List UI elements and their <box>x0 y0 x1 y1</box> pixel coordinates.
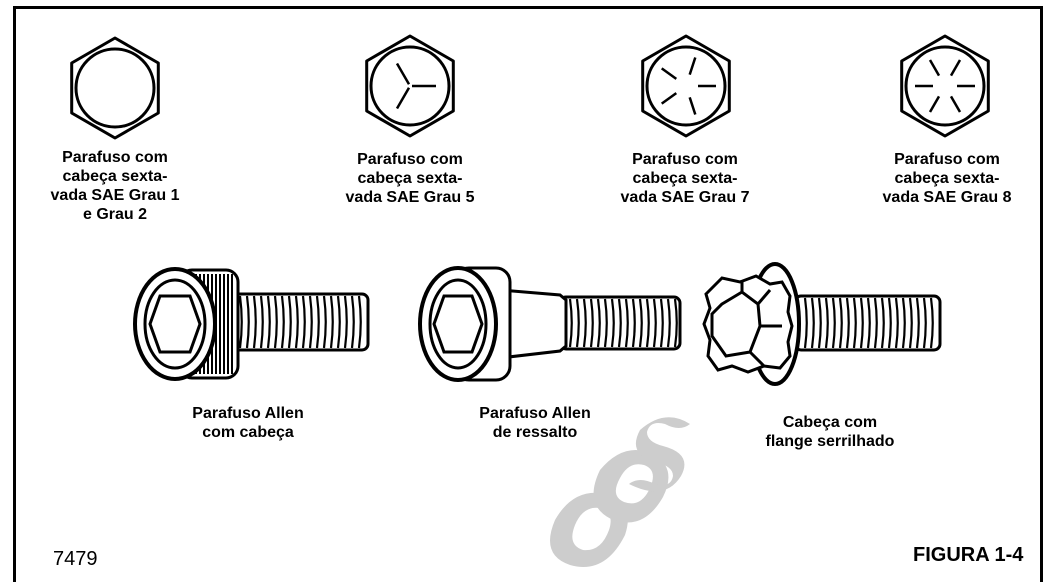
thread-line <box>610 298 615 348</box>
hex-bolt-grade-1-2-label: Parafuso com cabeça sexta- vada SAE Grau… <box>50 149 180 223</box>
thread-line <box>252 295 257 349</box>
thread-line <box>673 298 678 348</box>
grade-mark <box>660 67 678 80</box>
thread-line <box>266 295 271 349</box>
thread-line <box>810 297 815 349</box>
thread-line <box>603 298 608 348</box>
thread-line <box>624 298 629 348</box>
serrated-flange-screw-label: Cabeça com flange serrilhado <box>765 414 895 450</box>
thread-line <box>350 295 355 349</box>
thread-line <box>852 297 857 349</box>
grade-mark <box>949 59 962 77</box>
thread-line <box>322 295 327 349</box>
grade-mark <box>688 57 697 75</box>
thread-line <box>301 295 306 349</box>
thread-line <box>908 297 913 349</box>
washer-face <box>74 47 156 129</box>
thread-line <box>873 297 878 349</box>
hex-bolt-head-0 <box>70 36 160 140</box>
thread-line <box>915 297 920 349</box>
allen-shoulder-screw-drawing <box>418 266 682 382</box>
thread-line <box>901 297 906 349</box>
thread-line <box>343 295 348 349</box>
allen-cap-screw-label: Parafuso Allen com cabeça <box>192 405 304 441</box>
thread-line <box>666 298 671 348</box>
thread-line <box>259 295 264 349</box>
thread-line <box>845 297 850 349</box>
grade-mark <box>928 59 941 77</box>
thread-line <box>329 295 334 349</box>
thread-line <box>596 298 601 348</box>
thread-line <box>859 297 864 349</box>
figure-id: 7479 <box>53 548 98 570</box>
hex-heads <box>70 34 990 140</box>
thread-line <box>245 295 250 349</box>
thread-line <box>315 295 320 349</box>
thread-line <box>575 298 580 348</box>
thread-line <box>582 298 587 348</box>
thread-line <box>631 298 636 348</box>
thread-line <box>817 297 822 349</box>
thread-line <box>589 298 594 348</box>
thread-line <box>894 297 899 349</box>
thread-line <box>887 297 892 349</box>
thread-line <box>273 295 278 349</box>
grade-mark <box>949 95 962 113</box>
thread-line <box>652 298 657 348</box>
washer-face <box>904 45 986 127</box>
thread-line <box>838 297 843 349</box>
grade-mark <box>660 92 678 105</box>
thread-line <box>638 298 643 348</box>
hex-bolt-grade-5-label: Parafuso com cabeça sexta- vada SAE Grau… <box>345 151 475 206</box>
hex-bolt-grade-7-label: Parafuso com cabeça sexta- vada SAE Grau… <box>620 151 750 206</box>
grade-mark <box>395 87 411 110</box>
hex-bolt-head-1 <box>365 34 455 138</box>
thread-line <box>824 297 829 349</box>
thread-line <box>287 295 292 349</box>
washer-face <box>369 45 451 127</box>
thread-line <box>645 298 650 348</box>
grade-mark <box>688 97 697 115</box>
thread-line <box>929 297 934 349</box>
grade-mark <box>395 62 411 85</box>
thread-line <box>357 295 362 349</box>
thread-line <box>659 298 664 348</box>
thread-line <box>803 297 808 349</box>
thread-line <box>308 295 313 349</box>
thread-line <box>922 297 927 349</box>
thread-line <box>617 298 622 348</box>
figure-title: FIGURA 1-4 <box>913 544 1024 566</box>
figure-frame <box>13 6 1043 582</box>
allen-cap-screw-drawing <box>133 267 370 381</box>
washer-face <box>645 45 727 127</box>
thread-line <box>880 297 885 349</box>
thread-line <box>238 295 243 349</box>
thread-line <box>866 297 871 349</box>
thread-line <box>568 298 573 348</box>
hex-bolt-head-2 <box>641 34 731 138</box>
thread-line <box>336 295 341 349</box>
serrated-flange-screw-drawing <box>702 262 942 386</box>
thread-line <box>280 295 285 349</box>
thread-line <box>294 295 299 349</box>
hex-bolt-head-3 <box>900 34 990 138</box>
hex-bolt-grade-8-label: Parafuso com cabeça sexta- vada SAE Grau… <box>882 151 1012 206</box>
thread-line <box>831 297 836 349</box>
allen-shoulder-screw-label: Parafuso Allen de ressalto <box>479 405 591 441</box>
grade-mark <box>928 95 941 113</box>
